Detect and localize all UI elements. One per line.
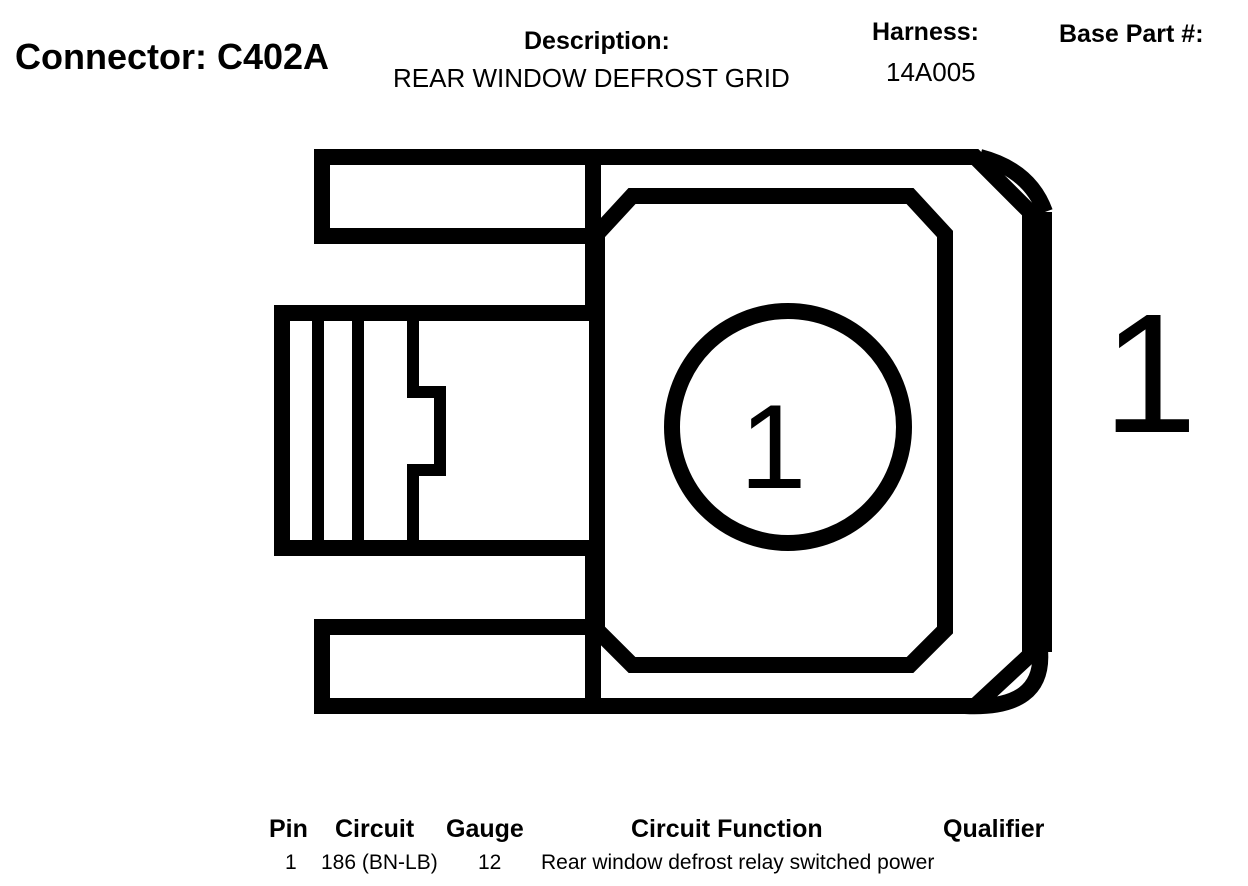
cell-circuit: 186 (BN-LB) bbox=[321, 851, 438, 874]
tab-rib-notch bbox=[407, 313, 446, 548]
right-edge-bar bbox=[1022, 212, 1052, 652]
base-part-label: Base Part #: bbox=[1059, 20, 1204, 48]
lower-latch bbox=[314, 619, 593, 714]
side-pin-number: 1 bbox=[1103, 279, 1198, 469]
harness-value: 14A005 bbox=[886, 57, 976, 87]
inner-cavity bbox=[589, 188, 953, 673]
upper-latch bbox=[314, 149, 593, 244]
left-tab bbox=[274, 305, 593, 556]
col-header-circuit-function: Circuit Function bbox=[631, 815, 823, 843]
connector-body-outline bbox=[593, 149, 1038, 714]
description-value: REAR WINDOW DEFROST GRID bbox=[393, 63, 790, 93]
cell-circuit-function: Rear window defrost relay switched power bbox=[541, 851, 935, 874]
right-curve-top bbox=[977, 149, 1053, 215]
cavity-number: 1 bbox=[740, 380, 807, 514]
description-label: Description: bbox=[524, 27, 670, 55]
col-header-qualifier: Qualifier bbox=[943, 815, 1045, 843]
col-header-gauge: Gauge bbox=[446, 815, 524, 843]
harness-label: Harness: bbox=[872, 18, 979, 46]
col-header-pin: Pin bbox=[269, 815, 308, 843]
cell-pin: 1 bbox=[285, 851, 297, 874]
col-header-circuit: Circuit bbox=[335, 815, 415, 843]
right-curve-bottom bbox=[964, 649, 1049, 715]
cavity-circle bbox=[664, 303, 912, 551]
cell-gauge: 12 bbox=[478, 851, 502, 874]
connector-title: Connector: C402A bbox=[15, 36, 330, 77]
